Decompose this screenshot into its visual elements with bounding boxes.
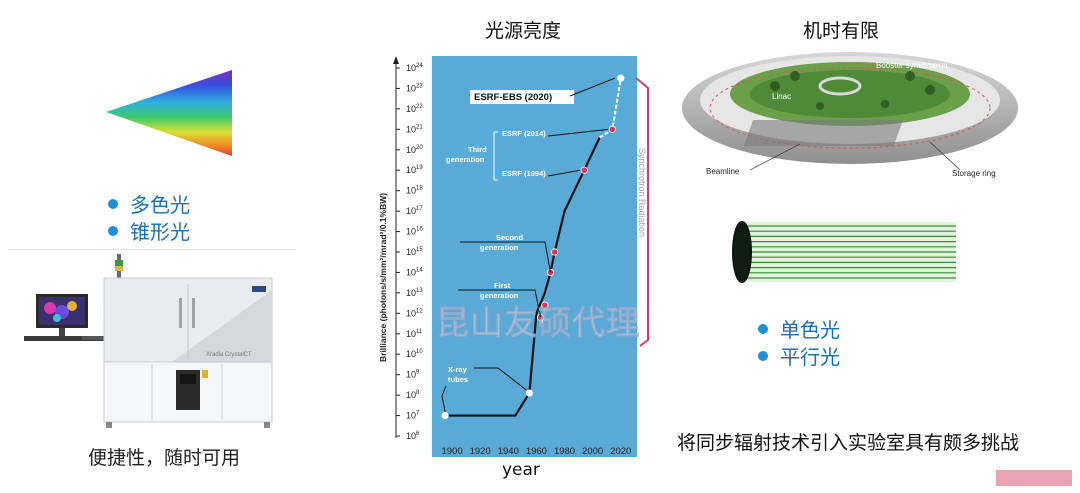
beamline-label: Beamline xyxy=(706,167,740,176)
bullet-cone: 锥形光 xyxy=(108,216,190,245)
brilliance-series-line xyxy=(445,137,601,417)
synchrotron-radiation-label: Synchrotron Radiation xyxy=(637,148,647,237)
y-tick-label: 1018 xyxy=(406,186,423,196)
synchrotron-facility-image: Linac Booster synchrotron Beamline Stora… xyxy=(682,52,1018,178)
y-axis-arrow xyxy=(393,56,399,64)
esrf-2014-pointer xyxy=(547,128,609,137)
linac-label: Linac xyxy=(772,92,791,101)
esrf-ebs-pointer xyxy=(569,77,615,97)
first-gen-pointer xyxy=(458,289,542,318)
x-tick-label: 1900 xyxy=(441,446,462,457)
y-tick-label: 1012 xyxy=(406,308,423,318)
chart-panel xyxy=(432,56,637,457)
x-tick-label: 1940 xyxy=(498,446,519,457)
right-title: 机时有限 xyxy=(803,20,880,42)
booster-label: Booster synchrotron xyxy=(876,61,948,70)
chart-title: 光源亮度 xyxy=(485,20,562,42)
xray-ct-machine-image: Xradia CrystalCT xyxy=(24,254,273,428)
left-caption: 便捷性，随时可用 xyxy=(88,447,241,469)
first-gen-label: First xyxy=(494,281,511,290)
parallel-beam-cylinder xyxy=(732,221,956,283)
y-tick-label: 1017 xyxy=(406,206,423,216)
x-tick-label: 2000 xyxy=(582,446,603,457)
y-tick-label: 1014 xyxy=(406,267,423,277)
third-gen-bracket xyxy=(493,131,498,181)
y-axis-label: Brilliance (photons/s/mm²/mrad²/0.1%BW) xyxy=(378,193,388,362)
y-tick-label: 1021 xyxy=(406,124,423,134)
y-tick-label: 1013 xyxy=(406,288,423,298)
third-gen-label: Third xyxy=(468,145,487,154)
data-point-marker xyxy=(525,389,533,397)
bullet-text: 平行光 xyxy=(780,345,840,369)
y-tick-label: 107 xyxy=(406,411,420,421)
esrf-1994-pointer xyxy=(547,169,581,177)
synchrotron-bracket xyxy=(635,77,649,347)
esrf-1994-label: ESRF (1994) xyxy=(502,169,546,178)
data-point-marker xyxy=(580,166,588,174)
y-tick-label: 1016 xyxy=(406,227,423,237)
y-tick-label: 1020 xyxy=(406,145,423,155)
x-tick-label: 1960 xyxy=(526,446,547,457)
esrf-ebs-label: ESRF-EBS (2020) xyxy=(474,92,552,103)
xray-tubes-label: X-ray xyxy=(448,365,468,374)
right-caption: 将同步辐射技术引入实验室具有颇多挑战 xyxy=(677,432,1020,454)
y-tick-label: 106 xyxy=(406,431,420,441)
y-tick-label: 109 xyxy=(406,370,420,380)
data-point-marker xyxy=(541,301,549,309)
brilliance-chart: 106 107 108 109 1010 1011 1012 1013 1014 1015 1016… xyxy=(378,56,649,457)
x-tick-label: 1980 xyxy=(554,446,575,457)
third-gen-label-line2: generation xyxy=(446,155,485,164)
first-gen-label-line2: generation xyxy=(480,291,519,300)
storage-ring-label: Storage ring xyxy=(952,169,996,178)
bullet-polychromatic: 多色光 xyxy=(108,189,190,218)
bullet-dot xyxy=(108,198,118,209)
polychromatic-cone xyxy=(106,70,232,156)
bullet-dot xyxy=(758,323,768,334)
xray-tubes-label-line2: tubes xyxy=(448,375,468,384)
xray-tubes-pointer-2 xyxy=(441,385,447,412)
second-gen-pointer xyxy=(460,241,551,273)
data-point-marker xyxy=(546,268,555,277)
bullet-monochromatic: 单色光 xyxy=(758,314,840,343)
bullet-text: 多色光 xyxy=(130,193,190,217)
data-point-marker xyxy=(441,411,449,420)
data-point-marker xyxy=(551,248,559,256)
y-tick-label: 1010 xyxy=(406,349,423,359)
data-point-marker xyxy=(617,74,625,82)
esrf-2014-label: ESRF (2014) xyxy=(502,129,546,138)
brilliance-series-line-recent xyxy=(599,78,622,139)
esrf-ebs-label-box xyxy=(470,90,574,104)
y-tick-label: 108 xyxy=(406,390,420,400)
bullet-dot xyxy=(108,225,118,236)
machine-brand-label: Xradia CrystalCT xyxy=(206,352,252,358)
x-axis-label: year xyxy=(502,460,540,480)
data-point-marker xyxy=(608,125,616,133)
xray-tubes-pointer xyxy=(474,367,527,391)
bullet-text: 单色光 xyxy=(780,318,840,342)
y-tick-label: 1024 xyxy=(406,63,423,73)
y-tick-label: 1022 xyxy=(406,104,423,114)
y-tick-label: 1019 xyxy=(406,165,423,175)
second-gen-label-line2: generation xyxy=(480,243,519,252)
bullet-text: 锥形光 xyxy=(130,220,190,244)
x-tick-label: 1920 xyxy=(470,446,491,457)
bullet-parallel: 平行光 xyxy=(758,341,840,370)
divider xyxy=(8,249,296,250)
y-tick-label: 1023 xyxy=(406,83,423,93)
y-tick-label: 1011 xyxy=(406,329,423,339)
y-tick-label: 1015 xyxy=(406,247,423,257)
watermark: 昆山友硕代理 xyxy=(436,303,640,343)
second-gen-label: Second xyxy=(496,233,524,242)
x-tick-label: 2020 xyxy=(610,446,631,457)
pink-accent-bar xyxy=(996,470,1072,486)
bullet-dot xyxy=(758,350,768,361)
